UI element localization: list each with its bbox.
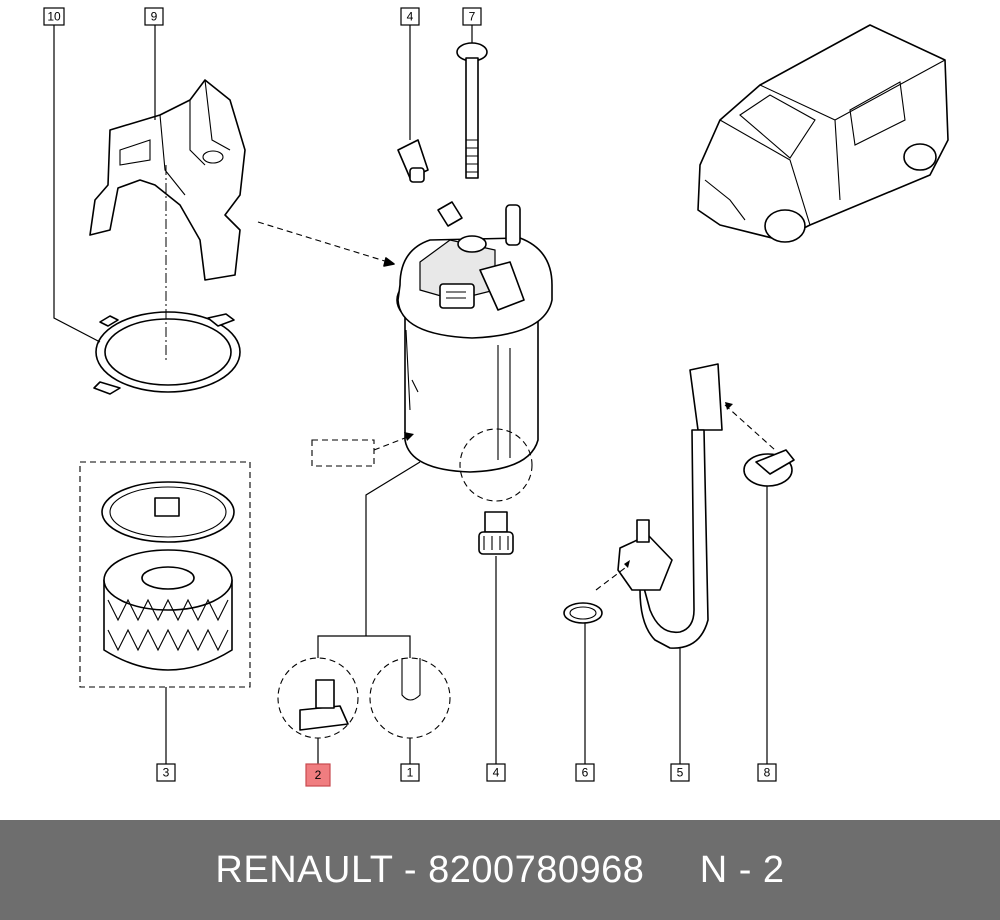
callout-box	[400, 763, 420, 782]
callout-box	[486, 763, 506, 782]
callout-box	[305, 763, 331, 787]
callout-number: 6	[582, 766, 589, 780]
detail-views	[277, 657, 451, 739]
sensor-harness-part	[617, 363, 723, 649]
callout-number: 7	[469, 10, 476, 24]
footer-bar: RENAULT - 8200780968 N - 2	[0, 820, 1000, 920]
callout-number: 9	[151, 10, 158, 24]
callout-number: 8	[764, 766, 771, 780]
callout-number: 10	[47, 10, 61, 24]
callout-c1: 1	[400, 763, 420, 782]
drain-plug-bottom-part	[478, 511, 514, 555]
callout-c2: 2	[305, 763, 331, 787]
part-number: 8200780968	[428, 848, 645, 891]
o-ring-part	[563, 602, 603, 624]
callout-number: 4	[493, 766, 500, 780]
callout-box	[575, 763, 595, 782]
callout-number: 5	[677, 766, 684, 780]
van-illustration	[697, 24, 949, 243]
callout-box	[156, 763, 176, 782]
callout-c7: 7	[462, 7, 482, 26]
brand-name: RENAULT	[215, 848, 393, 891]
callout-c5: 5	[670, 763, 690, 782]
bolt-part	[456, 42, 488, 179]
retaining-ring-part	[93, 311, 241, 395]
position-code: N - 2	[699, 848, 785, 891]
connector-plug-part	[743, 449, 795, 487]
callout-number: 2	[315, 768, 322, 782]
callout-number: 3	[163, 766, 170, 780]
exploded-parts-diagram: 10 9 4 7 3 2 1 4 6 5 8	[43, 7, 949, 787]
callout-labels: 10 9 4 7 3 2 1 4 6 5 8	[43, 7, 777, 787]
callout-c4top: 4	[400, 7, 420, 26]
callout-box	[462, 7, 482, 26]
callout-c3: 3	[156, 763, 176, 782]
callout-c8: 8	[757, 763, 777, 782]
callout-c10: 10	[43, 7, 65, 26]
spacer	[644, 849, 699, 891]
callout-c9: 9	[144, 7, 164, 26]
filter-housing-part	[396, 204, 553, 473]
callout-box	[757, 763, 777, 782]
callout-number: 4	[407, 10, 414, 24]
callout-box	[400, 7, 420, 26]
callout-box	[43, 7, 65, 26]
separator: -	[392, 848, 429, 891]
callout-box	[670, 763, 690, 782]
footer-caption: RENAULT - 8200780968 N - 2	[215, 849, 784, 892]
callout-c4bot: 4	[486, 763, 506, 782]
filter-element-part	[79, 461, 251, 688]
bracket-cover-part	[89, 79, 246, 281]
drain-plug-top-part	[397, 139, 429, 183]
callout-c6: 6	[575, 763, 595, 782]
callout-box	[144, 7, 164, 26]
callout-number: 1	[407, 766, 414, 780]
